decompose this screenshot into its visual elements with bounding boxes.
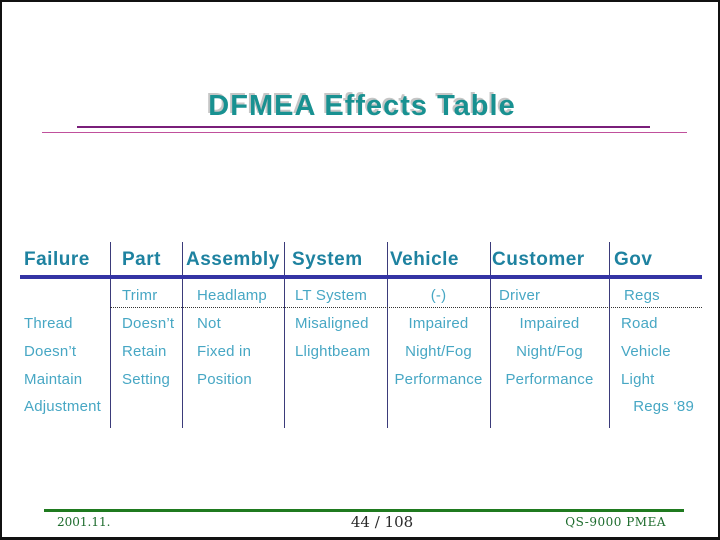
table-row: Maintain Setting Position Performance Pe…	[20, 371, 702, 388]
column-header-customer: Customer	[492, 249, 585, 270]
column-divider	[609, 242, 610, 428]
table-cell	[110, 398, 182, 415]
table-row: Doesn’t Retain Fixed in Llightbeam Night…	[20, 343, 702, 360]
table-cell	[182, 398, 284, 415]
column-divider	[110, 242, 111, 428]
page-title: DFMEA Effects Table	[208, 90, 516, 122]
table-cell: Regs	[624, 287, 660, 304]
column-header-failure: Failure	[24, 249, 90, 270]
table-header-row: Failure Part Assembly System Vehicle Cus…	[20, 249, 702, 271]
table-cell: Maintain	[24, 371, 83, 388]
table-cell: Trimr	[122, 287, 158, 304]
table-cell: Doesn’t	[24, 343, 77, 360]
table-cell: Not	[197, 315, 221, 332]
table-cell	[284, 398, 387, 415]
title-underline-secondary	[42, 132, 687, 133]
table-cell: Llightbeam	[295, 343, 371, 360]
table-cell: Adjustment	[24, 398, 102, 415]
table-cell: Impaired	[519, 315, 580, 332]
table-cell: Impaired	[408, 315, 469, 332]
header-rule	[20, 275, 702, 279]
table-cell	[284, 371, 387, 388]
table-cell: Performance	[505, 371, 594, 388]
title-underline-primary	[77, 126, 650, 128]
table-cell: Night/Fog	[516, 343, 583, 360]
table-cell: Misaligned	[295, 315, 369, 332]
column-header-part: Part	[122, 249, 161, 270]
table-cell: Road	[621, 315, 658, 332]
column-header-system: System	[292, 249, 363, 270]
table-cell: Night/Fog	[405, 343, 472, 360]
table-cell	[490, 398, 609, 415]
table-cell: Regs ‘89	[633, 398, 694, 415]
table-cell: Driver	[499, 287, 541, 304]
table-cell: Thread	[24, 315, 73, 332]
table-cell: Setting	[122, 371, 171, 388]
column-divider	[387, 242, 388, 428]
column-divider	[284, 242, 285, 428]
dotted-divider	[110, 307, 702, 308]
table-cell: Fixed in	[197, 343, 252, 360]
table-cell	[387, 398, 490, 415]
footer-doc-label: QS-9000 PMEA	[565, 515, 666, 529]
table-cell: Retain	[122, 343, 167, 360]
table-cell: Position	[197, 371, 252, 388]
table-cell: Doesn’t	[122, 315, 175, 332]
table-cell: (-)	[430, 287, 447, 304]
table-row: Trimr Headlamp LT System (-) Driver Regs	[20, 287, 702, 304]
table-cell	[20, 287, 110, 304]
table-cell: Headlamp	[197, 287, 267, 304]
table-cell: Performance	[394, 371, 483, 388]
footer-rule	[44, 509, 684, 512]
table-row: Adjustment Regs ‘89	[20, 398, 702, 415]
column-header-gov: Gov	[614, 249, 653, 270]
footer-page-number: 44 / 108	[350, 513, 414, 531]
column-divider	[490, 242, 491, 428]
table-cell: LT System	[295, 287, 368, 304]
table-row: Thread Doesn’t Not Misaligned Impaired I…	[20, 315, 702, 332]
table-cell: Vehicle	[621, 343, 671, 360]
column-header-vehicle: Vehicle	[390, 249, 459, 270]
table-cell: Light	[621, 371, 655, 388]
column-header-assembly: Assembly	[186, 249, 280, 270]
column-divider	[182, 242, 183, 428]
footer-date: 2001.11.	[57, 515, 111, 529]
